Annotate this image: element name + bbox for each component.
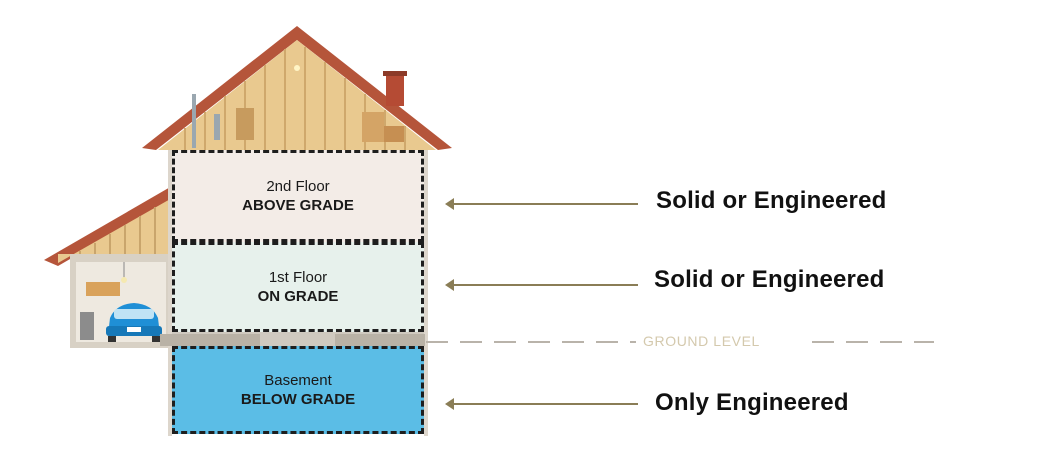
first-floor-flooring: Solid or Engineered [654, 266, 885, 293]
second-floor-grade: ABOVE GRADE [242, 197, 354, 214]
first-floor-arrow [445, 279, 638, 291]
second-floor-name: 2nd Floor [266, 178, 330, 195]
pegboard [86, 282, 120, 296]
second-floor-box: 2nd Floor ABOVE GRADE [172, 150, 424, 242]
second-floor-flooring: Solid or Engineered [656, 187, 887, 214]
basement-flooring: Only Engineered [655, 389, 849, 416]
basement-name: Basement [264, 372, 332, 389]
garage-roof [44, 186, 172, 266]
basement-grade: BELOW GRADE [240, 391, 356, 408]
ground-level-label: GROUND LEVEL [643, 333, 760, 349]
second-floor-arrow [445, 198, 638, 210]
car [106, 303, 162, 342]
first-floor-box: 1st Floor ON GRADE [172, 242, 424, 332]
basement-fill [172, 346, 424, 434]
first-floor-name: 1st Floor [268, 269, 328, 286]
first-floor-grade: ON GRADE [257, 288, 339, 305]
garage-attic [58, 198, 172, 263]
second-floor-fill [172, 150, 424, 242]
basement-box: Basement BELOW GRADE [172, 346, 424, 434]
shelf [80, 312, 94, 340]
basement-arrow [445, 398, 638, 410]
chimney [386, 74, 404, 106]
first-floor-fill [172, 242, 424, 332]
